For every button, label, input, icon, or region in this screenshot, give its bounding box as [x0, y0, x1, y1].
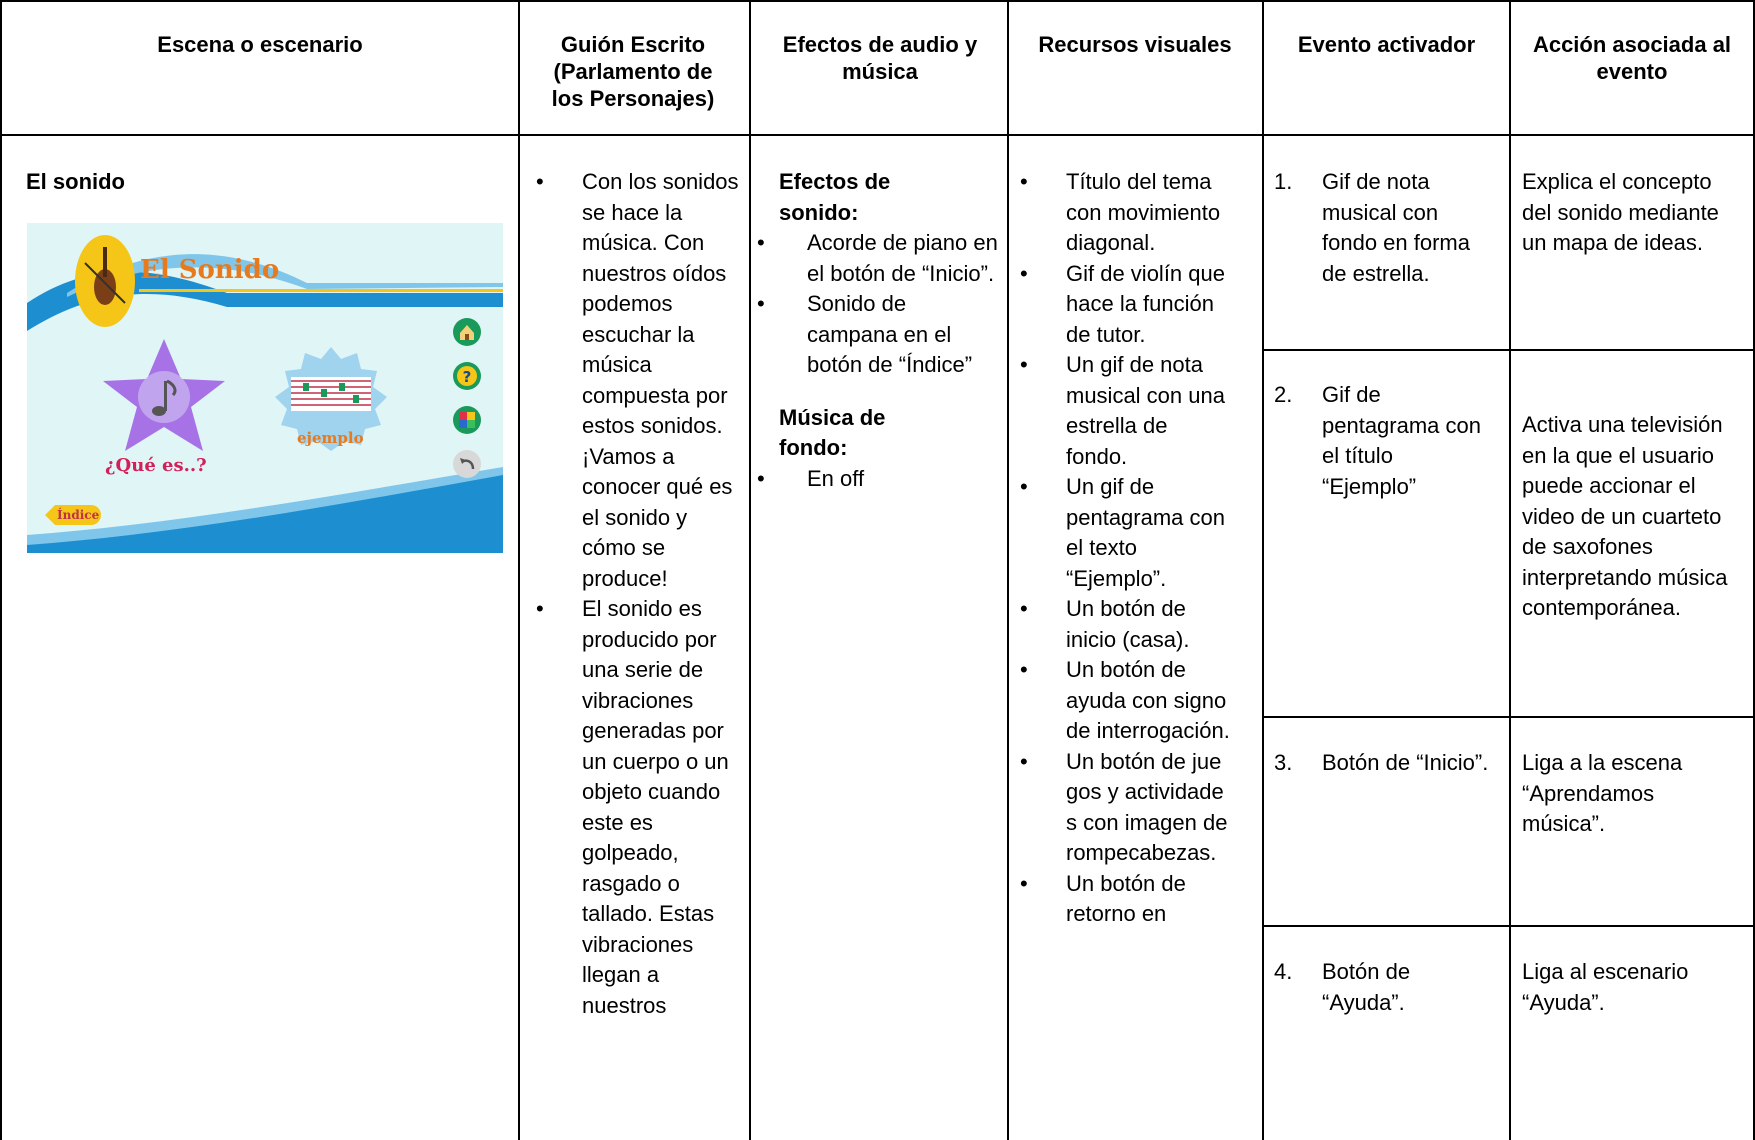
recurso-item: Un gif de nota musical con una estrella …	[1010, 350, 1230, 472]
guion-item: Con los sonidos se hace la música. Con n…	[526, 167, 746, 594]
col-divider-5	[1509, 0, 1511, 1140]
header-efectos: Efectos de audio y música	[782, 32, 978, 84]
recurso-item: Gif de violín que hace la función de tut…	[1010, 259, 1230, 351]
header-escena: Escena o escenario	[157, 32, 363, 57]
help-icon[interactable]: ?	[452, 361, 482, 391]
scene-thumbnail-art	[27, 254, 503, 553]
accion-row-3: Liga a la escena “Aprendamos música”.	[1522, 750, 1683, 836]
scene-title: El sonido	[26, 169, 125, 194]
what-is-label[interactable]: ¿Qué es..?	[105, 455, 207, 476]
header-accion: Acción asociada al evento	[1532, 32, 1732, 84]
evento-row-1: 1. Gif de nota musical con fondo en form…	[1274, 167, 1489, 289]
evento-row-4: 4. Botón de “Ayuda”.	[1274, 957, 1489, 1018]
evento-text: Botón de “Ayuda”.	[1322, 959, 1411, 1015]
violin-icon[interactable]	[73, 233, 137, 329]
evento-row-2: 2. Gif de pentagrama con el título “Ejem…	[1274, 380, 1489, 502]
evento-text: Gif de nota musical con fondo en forma d…	[1322, 169, 1470, 286]
return-icon[interactable]	[452, 449, 482, 479]
example-label[interactable]: ejemplo	[297, 429, 364, 447]
home-icon[interactable]	[452, 317, 482, 347]
header-guion: Guión Escrito (Parlamento de los Persona…	[551, 32, 715, 111]
col-divider-1	[518, 0, 520, 1140]
recurso-item: Un botón de inicio (casa).	[1010, 594, 1230, 655]
accion-row-4: Liga al escenario “Ayuda”.	[1522, 959, 1689, 1015]
evento-number: 4.	[1274, 959, 1293, 984]
recurso-item: Un botón de ayuda con signo de interroga…	[1010, 655, 1230, 747]
recurso-item: Un botón de retorno en	[1010, 869, 1230, 930]
guion-content: Con los sonidos se hace la música. Con n…	[526, 167, 746, 1021]
table-top-border	[0, 0, 1755, 2]
event-row-border-1	[1262, 349, 1755, 351]
header-recursos: Recursos visuales	[1038, 32, 1232, 57]
puzzle-icon[interactable]	[452, 405, 482, 435]
evento-number: 3.	[1274, 750, 1293, 775]
efectos-content: Efectos de sonido: Acorde de piano en el…	[757, 167, 999, 494]
col-divider-3	[1007, 0, 1009, 1140]
index-button[interactable]	[45, 505, 101, 525]
efecto-item: Acorde de piano en el botón de “Inicio”.	[749, 228, 999, 289]
efectos-musica-heading: Música de fondo:	[779, 404, 886, 461]
recursos-content: Título del tema con movimiento diagonal.…	[1010, 167, 1230, 930]
col-divider-4	[1262, 0, 1264, 1140]
evento-row-3: 3. Botón de “Inicio”.	[1274, 748, 1489, 779]
guion-item: El sonido es producido por una serie de …	[526, 594, 746, 1021]
efecto-item: Sonido de campana en el botón de “Índice…	[749, 289, 999, 381]
staff-icon[interactable]	[273, 345, 389, 453]
col-divider-2	[749, 0, 751, 1140]
scene-thumbnail: El Sonido ? ¿Qué es..?	[27, 223, 503, 553]
header-row-border	[0, 134, 1755, 136]
accion-row-1: Explica el concepto del sonido mediante …	[1522, 169, 1719, 255]
header-evento: Evento activador	[1297, 32, 1476, 57]
recurso-item: Título del tema con movimiento diagonal.	[1010, 167, 1230, 259]
title-underline	[139, 289, 503, 292]
musica-item: En off	[749, 464, 999, 495]
evento-number: 2.	[1274, 382, 1293, 407]
accion-row-2: Activa una televisión en la que el usuar…	[1522, 412, 1728, 620]
event-row-border-2	[1262, 716, 1755, 718]
music-note-icon[interactable]	[99, 335, 229, 455]
evento-text: Botón de “Inicio”.	[1322, 750, 1489, 775]
recurso-item: Un gif de pentagrama con el texto “Ejemp…	[1010, 472, 1230, 594]
event-row-border-3	[1262, 925, 1755, 927]
recurso-item: Un botón de juegos y actividades con ima…	[1010, 747, 1230, 869]
index-label: Índice	[57, 508, 100, 522]
table-left-border	[0, 0, 2, 1140]
svg-text:?: ?	[463, 368, 472, 386]
evento-text: Gif de pentagrama con el título “Ejemplo…	[1322, 382, 1481, 499]
table-right-border	[1753, 0, 1755, 1140]
efectos-sonido-heading: Efectos de sonido:	[779, 169, 891, 225]
thumbnail-title: El Sonido	[140, 255, 280, 285]
evento-number: 1.	[1274, 169, 1293, 194]
